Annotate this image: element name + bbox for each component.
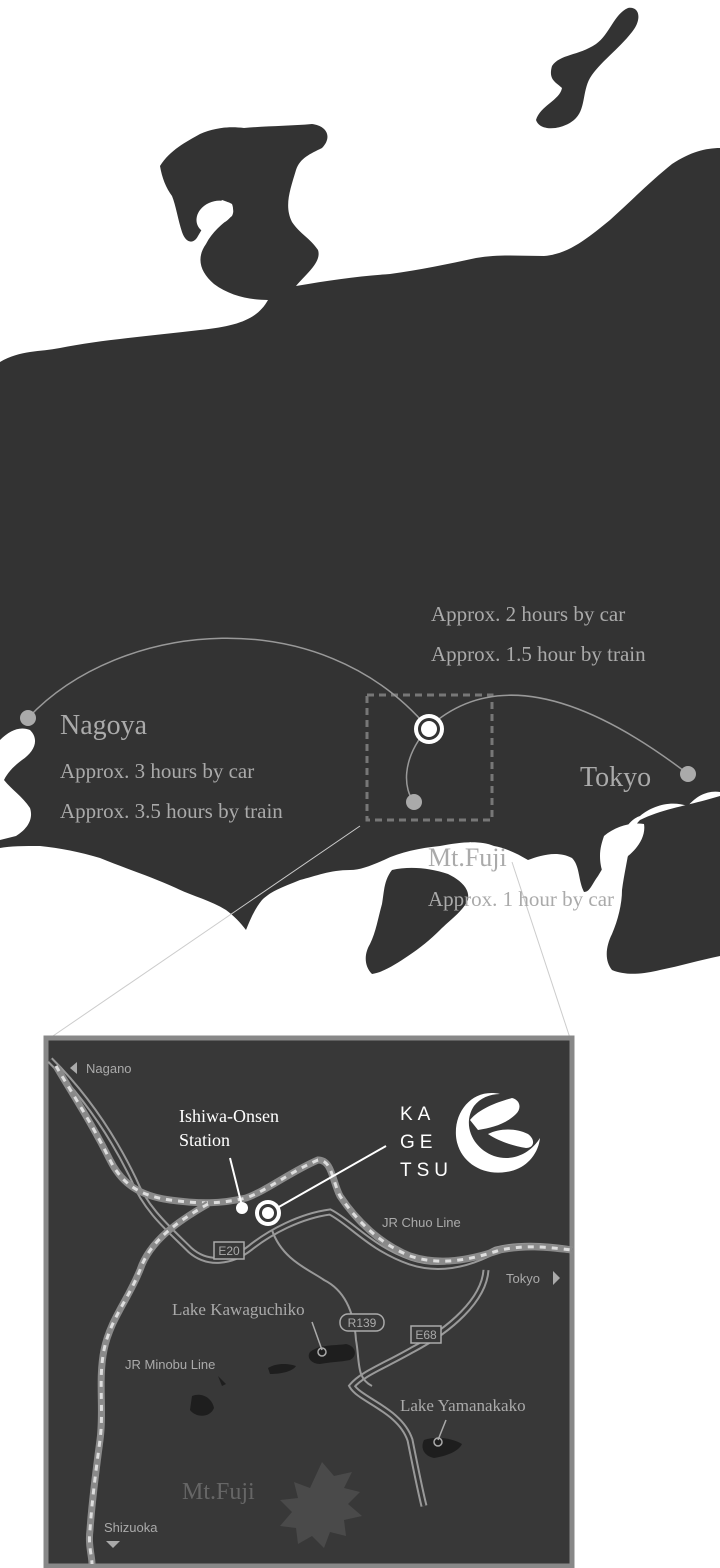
station-label-line1: Ishiwa-Onsen bbox=[179, 1106, 279, 1126]
logo-line3: TSU bbox=[400, 1160, 453, 1181]
bays bbox=[0, 200, 645, 887]
nagoya-dot bbox=[20, 710, 36, 726]
inset-connector-right bbox=[511, 861, 571, 1039]
nagoya-train-time: Approx. 3.5 hours by train bbox=[60, 799, 283, 823]
lake-small-3 bbox=[218, 1376, 226, 1386]
yamanakako-pointer bbox=[437, 1419, 447, 1441]
nagano-label: Nagano bbox=[86, 1061, 132, 1076]
lake-small-2 bbox=[190, 1394, 214, 1416]
fuji-car-time: Approx. 1 hour by car bbox=[428, 887, 614, 911]
jr-minobu-label: JR Minobu Line bbox=[125, 1357, 215, 1372]
kawaguchiko-pointer bbox=[311, 1321, 323, 1351]
bay-ise bbox=[0, 728, 36, 840]
fuji-dot bbox=[406, 794, 422, 810]
shizuoka-arrow-icon bbox=[106, 1541, 120, 1548]
jr-chuo-label: JR Chuo Line bbox=[382, 1215, 461, 1230]
island-sado bbox=[536, 7, 639, 129]
route-tokyo bbox=[427, 694, 689, 775]
lake-yamanakako-label: Lake Yamanakako bbox=[400, 1396, 526, 1415]
tokyo-direction-label: Tokyo bbox=[506, 1271, 540, 1286]
kagetsu-marker bbox=[414, 714, 444, 744]
mt-fuji-detail-label: Mt.Fuji bbox=[182, 1479, 255, 1505]
station-label-line2: Station bbox=[179, 1130, 230, 1150]
station-pointer bbox=[229, 1157, 243, 1207]
e68-badge: E68 bbox=[410, 1325, 442, 1344]
road-r139 bbox=[271, 1229, 373, 1387]
kagetsu-pointer bbox=[269, 1145, 387, 1213]
e20-badge: E20 bbox=[213, 1241, 245, 1260]
tokyo-car-time: Approx. 2 hours by car bbox=[431, 602, 625, 626]
inset-connector-left bbox=[49, 825, 361, 1039]
shizuoka-label: Shizuoka bbox=[104, 1520, 158, 1535]
lake-small-1 bbox=[268, 1364, 296, 1374]
nagoya-label: Nagoya bbox=[60, 710, 148, 741]
kagetsu-detail-marker bbox=[255, 1200, 281, 1226]
overview-map bbox=[0, 7, 720, 974]
tokyo-dot bbox=[680, 766, 696, 782]
bay-tokyo bbox=[600, 823, 645, 886]
kagetsu-logo: KA GE TSU bbox=[400, 1093, 540, 1181]
svg-text:E20: E20 bbox=[218, 1244, 240, 1258]
logo-line1: KA bbox=[400, 1104, 435, 1125]
koi-fish-icon bbox=[470, 1098, 534, 1148]
lake-yamanakako-shape bbox=[422, 1437, 462, 1458]
fuji-label: Mt.Fuji bbox=[428, 843, 507, 872]
mt-fuji-shape bbox=[280, 1462, 362, 1548]
tokyo-label: Tokyo bbox=[580, 762, 651, 793]
tokyo-arrow-icon bbox=[553, 1271, 560, 1285]
station-dot bbox=[236, 1202, 248, 1214]
tokyo-train-time: Approx. 1.5 hour by train bbox=[431, 642, 646, 666]
landmass-honshu bbox=[0, 124, 720, 930]
nagano-arrow-icon bbox=[70, 1062, 77, 1074]
focus-area-frame bbox=[365, 693, 494, 822]
nagoya-car-time: Approx. 3 hours by car bbox=[60, 759, 254, 783]
detail-map: E20 E68 R139 Nagano Tokyo Shizuo bbox=[43, 1035, 575, 1568]
route-nagoya bbox=[27, 637, 429, 729]
crescent-moon-icon bbox=[455, 1093, 540, 1173]
lake-kawaguchiko-label: Lake Kawaguchiko bbox=[172, 1300, 305, 1319]
r139-badge: R139 bbox=[339, 1313, 385, 1332]
svg-text:R139: R139 bbox=[348, 1316, 377, 1330]
landmass-izu bbox=[365, 867, 469, 974]
bay-noto bbox=[196, 200, 234, 232]
bay-suruga bbox=[460, 842, 492, 887]
svg-text:E68: E68 bbox=[415, 1328, 437, 1342]
logo-line2: GE bbox=[400, 1132, 437, 1153]
